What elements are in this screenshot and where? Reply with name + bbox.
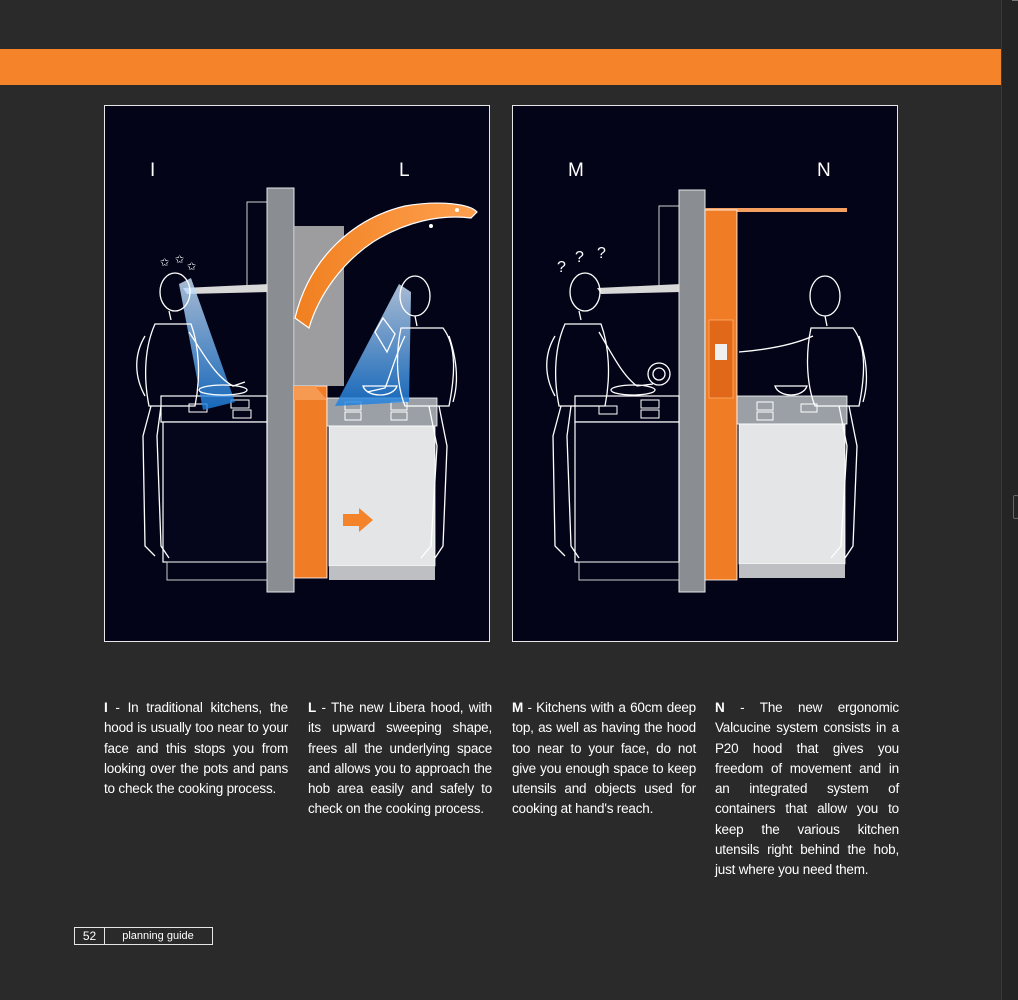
svg-text:?: ? — [575, 249, 584, 266]
panel-label-m: M — [568, 160, 584, 181]
svg-text:?: ? — [597, 245, 606, 262]
caption-text-n: - The new ergonomic Valcucine system con… — [715, 700, 899, 878]
svg-text:✩: ✩ — [160, 257, 169, 269]
kitchen-illustration-m-n: ? ? ? — [546, 189, 868, 593]
illustration-panel-m-n: ? ? ? M N — [512, 105, 898, 642]
caption-l: L - The new Libera hood, with its upward… — [308, 698, 492, 820]
arrow-right-icon — [343, 508, 373, 532]
caption-letter-i: I — [104, 700, 108, 715]
panel-label-i: I — [150, 160, 156, 181]
caption-letter-n: N — [715, 700, 725, 715]
caption-i: I - In traditional kitchens, the hood is… — [104, 698, 288, 799]
gutter-mark — [1012, 0, 1018, 1]
svg-text:✩: ✩ — [187, 261, 196, 273]
stars-icon: ✩ ✩ ✩ — [160, 254, 196, 273]
caption-text-l: - The new Libera hood, with its upward s… — [308, 700, 492, 817]
header-band — [0, 49, 1001, 85]
kitchen-illustration-i-l: ✩ ✩ ✩ — [136, 187, 478, 593]
svg-text:?: ? — [557, 259, 566, 276]
caption-letter-m: M — [512, 700, 524, 715]
caption-m: M - Kitchens with a 60cm deep top, as we… — [512, 698, 696, 820]
question-marks-icon: ? ? ? — [557, 245, 606, 276]
panel-label-n: N — [817, 160, 831, 181]
caption-letter-l: L — [308, 700, 317, 715]
gutter-dot — [1013, 495, 1018, 519]
guide-label: planning guide — [122, 930, 194, 942]
caption-n: N - The new ergonomic Valcucine system c… — [715, 698, 899, 881]
page-gutter — [1001, 0, 1018, 1000]
svg-text:✩: ✩ — [175, 254, 184, 266]
caption-text-i: - In traditional kitchens, the hood is u… — [104, 700, 288, 797]
caption-text-m: - Kitchens with a 60cm deep top, as well… — [512, 700, 696, 817]
footer-box: 52 planning guide — [74, 927, 213, 945]
panel-label-l: L — [399, 160, 410, 181]
page-number: 52 — [75, 928, 105, 944]
illustration-panel-i-l: ✩ ✩ ✩ I L — [104, 105, 490, 642]
